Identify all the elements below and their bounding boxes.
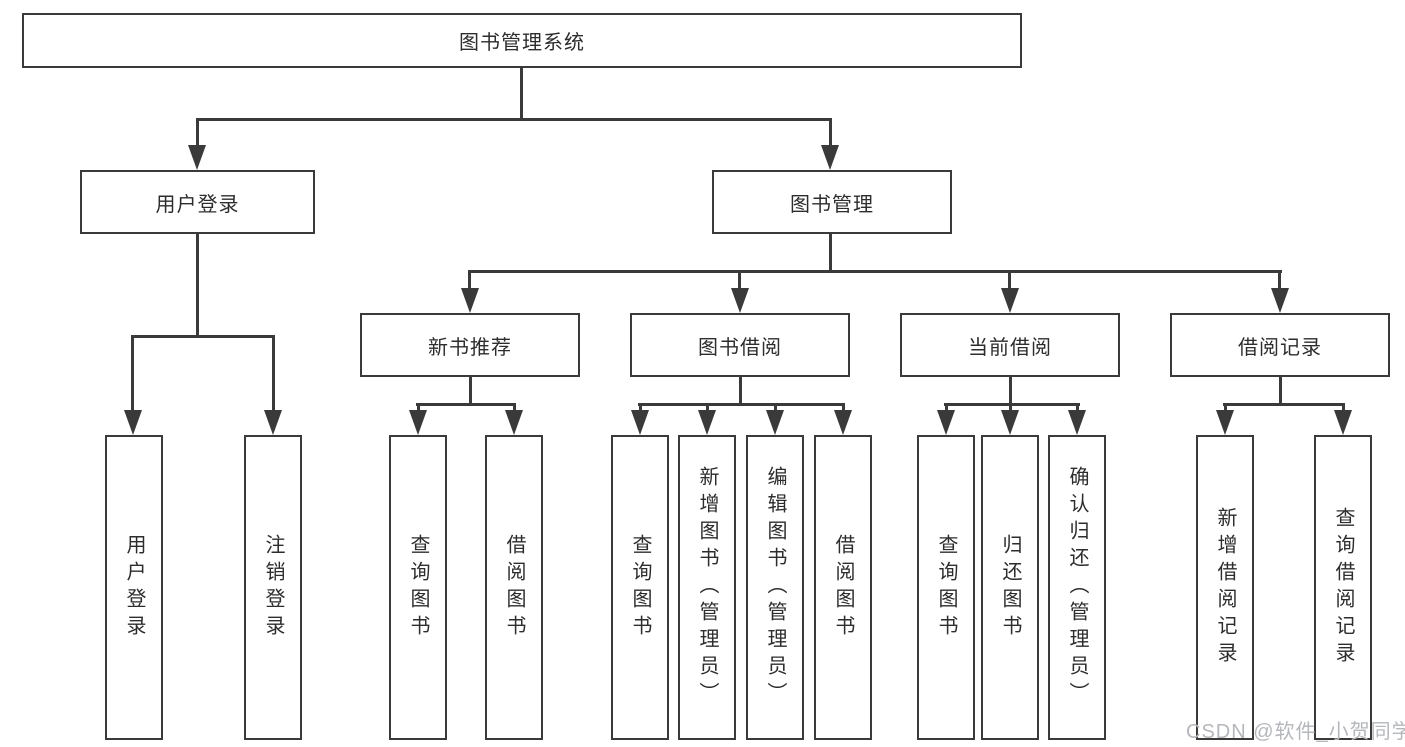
arrowhead-icon	[731, 288, 749, 313]
arrowhead-icon	[1001, 288, 1019, 313]
node-label: 借阅图书	[832, 533, 854, 642]
connector-line	[416, 403, 516, 406]
node-borrowing-records: 借阅记录	[1170, 313, 1390, 377]
node-label: 用户登录	[123, 533, 145, 642]
node-label: 新书推荐	[428, 336, 512, 359]
arrowhead-icon	[631, 410, 649, 435]
arrowhead-icon	[1001, 410, 1019, 435]
arrowhead-icon	[505, 410, 523, 435]
node-return-book: 归还图书	[981, 435, 1039, 740]
connector-line	[131, 335, 134, 413]
connector-line	[469, 377, 472, 406]
node-book-borrowing: 图书借阅	[630, 313, 850, 377]
connector-line	[1342, 403, 1345, 415]
connector-line	[738, 270, 741, 295]
node-label: 借阅记录	[1238, 336, 1322, 359]
connector-line	[196, 118, 832, 121]
arrowhead-icon	[461, 288, 479, 313]
arrowhead-icon	[264, 410, 282, 435]
arrowhead-icon	[409, 410, 427, 435]
node-label: 图书借阅	[698, 336, 782, 359]
node-query-borrow-record: 查询借阅记录	[1314, 435, 1372, 740]
arrowhead-icon	[766, 410, 784, 435]
arrowhead-icon	[821, 145, 839, 170]
node-current-borrowing: 当前借阅	[900, 313, 1120, 377]
connector-line	[1076, 403, 1079, 415]
node-label: 用户登录	[155, 193, 240, 216]
node-label: 当前借阅	[968, 336, 1052, 359]
connector-line	[829, 234, 832, 273]
connector-line	[1223, 403, 1345, 406]
node-label: 查询图书	[935, 533, 957, 642]
connector-line	[520, 68, 523, 120]
connector-line	[1009, 403, 1012, 415]
node-new-book-recommendation: 新书推荐	[360, 313, 580, 377]
connector-line	[706, 403, 709, 415]
node-edit-book-admin: 编辑图书（管理员）	[746, 435, 804, 740]
node-label: 注销登录	[262, 533, 284, 642]
node-borrow-books-recommend: 借阅图书	[485, 435, 543, 740]
node-confirm-return-admin: 确认归还（管理员）	[1048, 435, 1106, 740]
node-label: 编辑图书（管理员）	[764, 466, 786, 709]
arrowhead-icon	[937, 410, 955, 435]
arrowhead-icon	[124, 410, 142, 435]
connector-line	[944, 403, 1080, 406]
arrowhead-icon	[1271, 288, 1289, 313]
arrowhead-icon	[698, 410, 716, 435]
connector-line	[1008, 270, 1011, 295]
arrowhead-icon	[1068, 410, 1086, 435]
node-query-books-recommend: 查询图书	[389, 435, 447, 740]
node-user-login-action: 用户登录	[105, 435, 163, 740]
node-logout: 注销登录	[244, 435, 302, 740]
node-label: 归还图书	[999, 533, 1021, 642]
connector-line	[417, 403, 420, 415]
arrowhead-icon	[834, 410, 852, 435]
node-label: 查询图书	[629, 533, 651, 642]
connector-line	[774, 403, 777, 415]
arrowhead-icon	[1216, 410, 1234, 435]
connector-line	[468, 270, 471, 295]
node-add-book-admin: 新增图书（管理员）	[678, 435, 736, 740]
node-library-management-system: 图书管理系统	[22, 13, 1022, 68]
arrowhead-icon	[188, 145, 206, 170]
connector-line	[945, 403, 948, 415]
connector-line	[132, 335, 275, 338]
node-add-borrow-record: 新增借阅记录	[1196, 435, 1254, 740]
connector-line	[196, 234, 199, 338]
node-label: 新增借阅记录	[1214, 506, 1236, 669]
connector-line	[1224, 403, 1227, 415]
node-book-management: 图书管理	[712, 170, 952, 234]
node-user-login: 用户登录	[80, 170, 315, 234]
connector-line	[739, 377, 742, 406]
connector-line	[1279, 377, 1282, 406]
connector-line	[196, 118, 199, 148]
node-query-books-borrowing: 查询图书	[611, 435, 669, 740]
node-label: 图书管理	[790, 193, 874, 216]
connector-line	[272, 335, 275, 413]
node-label: 新增图书（管理员）	[696, 466, 718, 709]
connector-line	[829, 118, 832, 148]
node-label: 确认归还（管理员）	[1066, 466, 1088, 709]
arrowhead-icon	[1334, 410, 1352, 435]
connector-line	[842, 403, 845, 415]
node-label: 图书管理系统	[459, 32, 585, 54]
connector-line	[638, 403, 845, 406]
connector-line	[1278, 270, 1281, 295]
node-label: 查询图书	[407, 533, 429, 642]
csdn-watermark: CSDN @软件_小贺同学	[1186, 721, 1405, 743]
connector-line	[639, 403, 642, 415]
node-label: 借阅图书	[503, 533, 525, 642]
node-borrow-books: 借阅图书	[814, 435, 872, 740]
node-query-books-current: 查询图书	[917, 435, 975, 740]
connector-line	[468, 270, 1282, 273]
node-label: 查询借阅记录	[1332, 506, 1354, 669]
connector-line	[1009, 377, 1012, 406]
connector-line	[513, 403, 516, 415]
